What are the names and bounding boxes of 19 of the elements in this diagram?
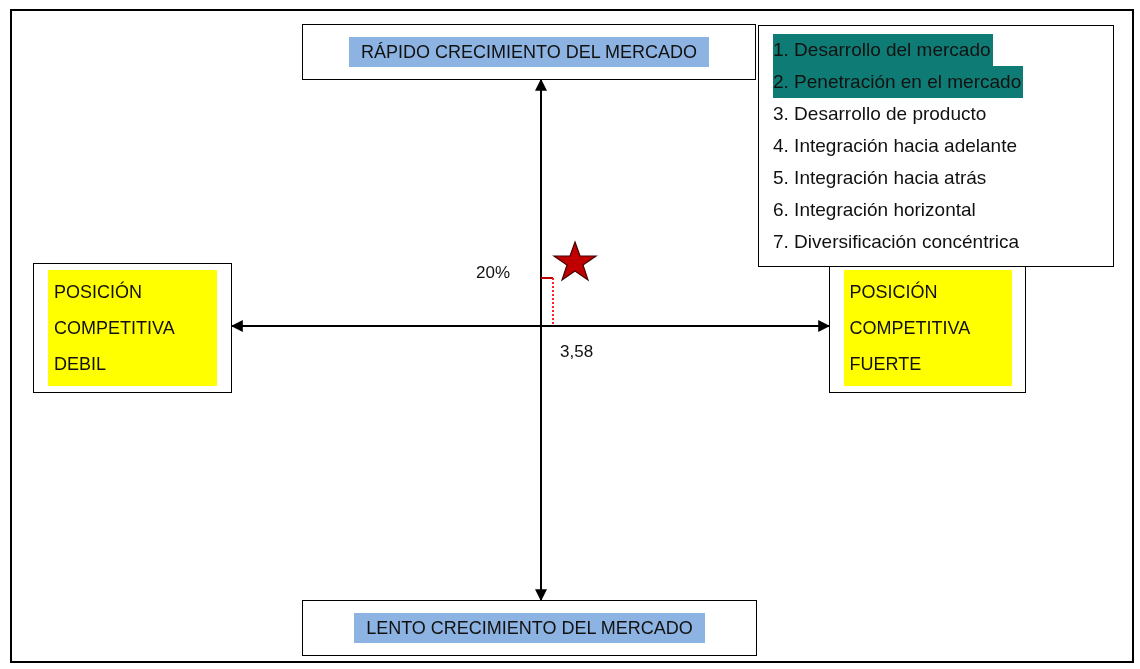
list-item: 3. Desarrollo de producto (773, 102, 988, 126)
highlighted-list-item: 2. Penetración en el mercado (773, 66, 1024, 98)
axis-label-box (302, 600, 757, 656)
list-item: 6. Integración horizontal (773, 198, 977, 222)
highlighted-list-item: 1. Desarrollo del mercado (773, 34, 993, 66)
axis-arrow (535, 78, 547, 602)
highlighted-label: LENTO CRECIMIENTO DEL MERCADO (354, 613, 705, 643)
highlighted-label: POSICIÓN COMPETITIVA DEBIL (48, 270, 217, 386)
axis-label-box (302, 24, 756, 80)
list-item: 4. Integración hacia adelante (773, 134, 1018, 158)
axis-value: 3,58 (560, 342, 594, 362)
highlighted-label: RÁPIDO CRECIMIENTO DEL MERCADO (348, 37, 709, 67)
axis-label-box (33, 263, 232, 393)
list-item: 7. Diversificación concéntrica (773, 230, 1021, 254)
axis-arrow (230, 320, 831, 332)
axis-value: 20% (476, 263, 511, 283)
highlighted-label: POSICIÓN COMPETITIVA FUERTE (843, 270, 1012, 386)
list-item: 5. Integración hacia atrás (773, 166, 988, 190)
strategy-list-box (758, 25, 1114, 267)
